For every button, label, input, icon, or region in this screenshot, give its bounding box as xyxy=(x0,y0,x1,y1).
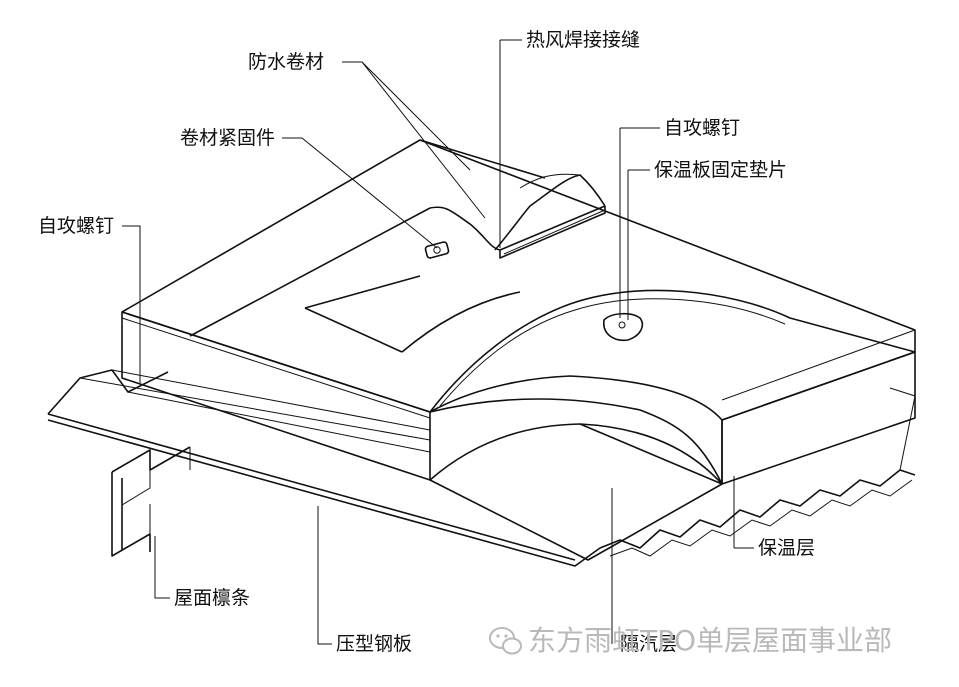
label-roof-purlin: 屋面檩条 xyxy=(174,587,250,609)
watermark-text: 东方雨虹TPO单层屋面事业部 xyxy=(528,624,892,657)
insulation-layer xyxy=(121,311,916,561)
roof-purlin xyxy=(111,446,191,557)
insulation-washer xyxy=(603,312,644,342)
label-membrane-fastener: 卷材紧固件 xyxy=(180,127,275,149)
label-membrane: 防水卷材 xyxy=(248,51,324,73)
label-self-tapping-screw-left: 自攻螺钉 xyxy=(38,215,114,237)
label-vapor-barrier: 隔汽层 xyxy=(620,633,677,655)
label-insulation-layer: 保温层 xyxy=(758,537,815,559)
label-profiled-steel-sheet: 压型钢板 xyxy=(336,633,412,655)
wechat-icon xyxy=(489,627,522,655)
label-self-tapping-screw-right: 自攻螺钉 xyxy=(664,117,740,139)
label-insulation-washer: 保温板固定垫片 xyxy=(654,159,787,181)
leader-lines xyxy=(122,39,754,645)
top-membrane xyxy=(121,139,916,421)
watermark: 东方雨虹TPO单层屋面事业部 xyxy=(489,624,892,657)
label-hot-air-weld: 热风焊接接缝 xyxy=(526,29,640,51)
profiled-steel-sheet xyxy=(47,369,916,567)
membrane-fastener xyxy=(424,241,450,259)
